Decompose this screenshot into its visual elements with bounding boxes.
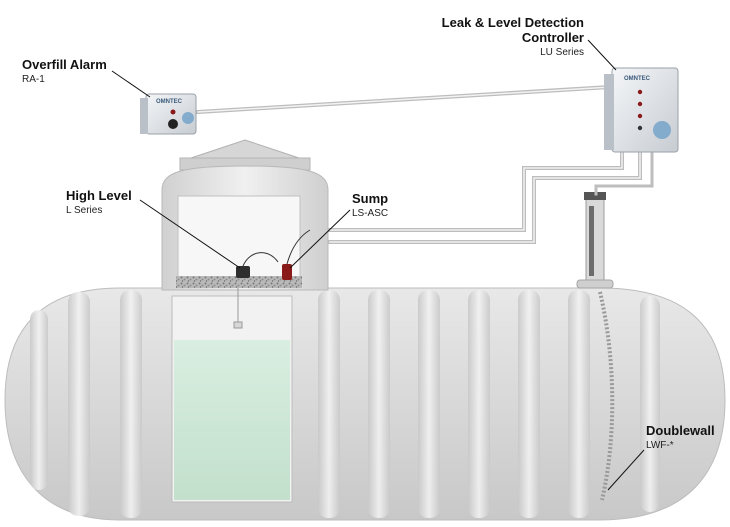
controller-model: LU Series — [540, 47, 584, 58]
storage-tank — [4, 287, 726, 521]
leader-high-level — [139, 199, 241, 269]
alarm-brand-text: OMNTEC — [156, 99, 183, 105]
high-level-sensor — [233, 252, 279, 329]
sump-title: Sump — [352, 191, 388, 206]
controller-light-3 — [637, 113, 643, 119]
alarm-to-controller-wire-inner — [197, 86, 611, 113]
alarm-indicator-light — [170, 109, 176, 115]
controller-box: OMNTEC — [604, 67, 679, 153]
wiring — [195, 84, 654, 244]
controller-light-1 — [637, 89, 643, 95]
tank-body — [4, 287, 726, 521]
alarm-horn — [168, 119, 178, 129]
sump-riser — [161, 139, 329, 329]
labels: Overfill Alarm RA-1 Leak & Level Detecti… — [22, 15, 715, 451]
doublewall-sensor-strip — [598, 291, 615, 501]
drop-icon-alarm — [182, 112, 194, 124]
level-probe — [576, 192, 614, 289]
leader-controller — [587, 39, 617, 71]
tank-ribs — [30, 290, 660, 518]
riser-interior — [177, 195, 301, 279]
probe-wire — [594, 150, 654, 196]
leader-sump — [289, 209, 351, 269]
controller-to-probe-wire-inner — [329, 151, 641, 243]
overfill-alarm-title: Overfill Alarm — [22, 57, 107, 72]
leader-lines — [111, 39, 645, 491]
controller-brand-text: OMNTEC — [624, 76, 651, 82]
doublewall-title: Doublewall — [646, 423, 715, 438]
sump-sensor — [282, 229, 311, 280]
leader-doublewall — [607, 449, 645, 491]
overfill-alarm-model: RA-1 — [22, 74, 45, 85]
sump-model: LS-ASC — [352, 208, 388, 219]
controller-light-4 — [637, 125, 643, 131]
doublewall-model: LWF-* — [646, 440, 674, 451]
drop-icon-controller — [653, 121, 671, 139]
controller-title-line2: Controller — [522, 30, 584, 45]
tank-liquid — [174, 340, 290, 500]
leader-overfill-alarm — [111, 70, 151, 98]
riser-cap — [184, 139, 306, 161]
sump-gravel — [176, 276, 302, 288]
controller-to-sump-wire-inner — [329, 151, 623, 231]
controller-light-2 — [637, 101, 643, 107]
controller-title-line1: Leak & Level Detection — [442, 15, 584, 30]
high-level-title: High Level — [66, 188, 132, 203]
high-level-model: L Series — [66, 205, 102, 216]
overfill-alarm-box: OMNTEC — [140, 93, 197, 135]
